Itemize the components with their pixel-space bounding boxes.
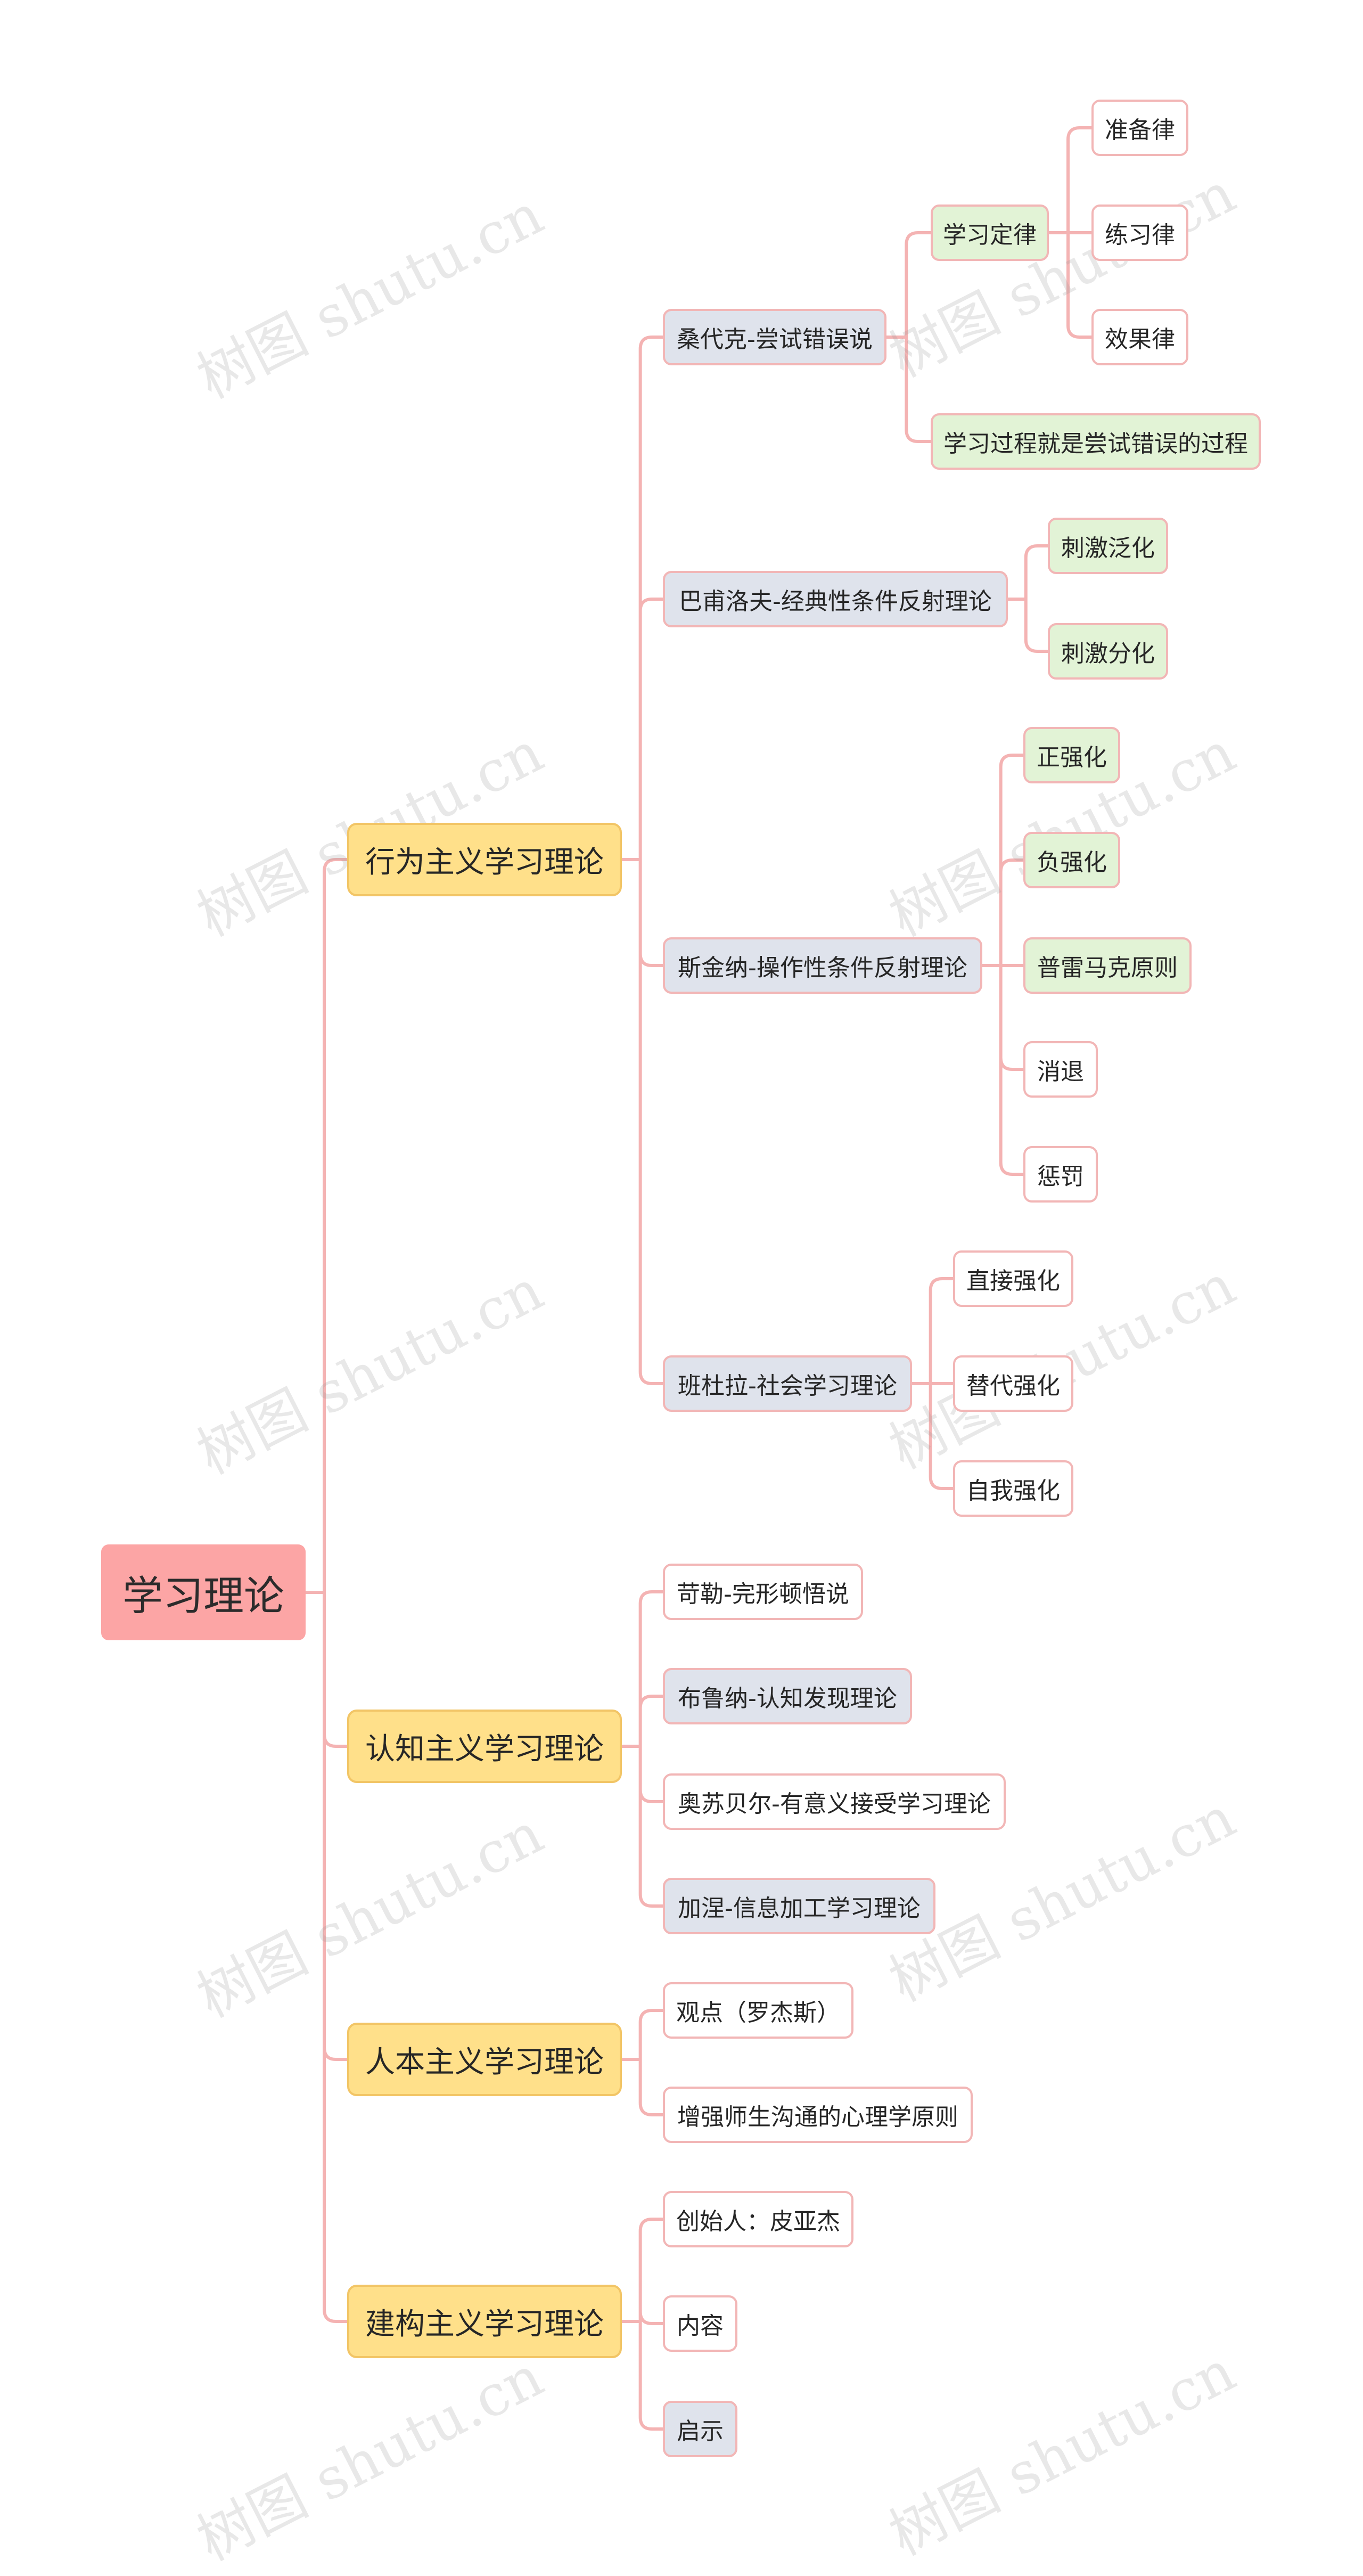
category-node-humanism[interactable]: 人本主义学习理论: [347, 2023, 622, 2096]
theory-node-kohler[interactable]: 苛勒-完形顿悟说: [663, 1564, 863, 1620]
leaf-node-stimulus-discrimination[interactable]: 刺激分化: [1048, 623, 1168, 680]
theory-node-implications[interactable]: 启示: [663, 2401, 737, 2457]
connector-line: [620, 2218, 664, 2431]
leaf-node-punishment[interactable]: 惩罚: [1023, 1146, 1098, 1203]
connector-line: [304, 858, 349, 2323]
theory-node-skinner[interactable]: 斯金纳-操作性条件反射理论: [663, 937, 982, 994]
theory-node-thorndike[interactable]: 桑代克-尝试错误说: [663, 309, 886, 365]
category-node-constructivism[interactable]: 建构主义学习理论: [347, 2285, 622, 2358]
leaf-node-stimulus-generalization[interactable]: 刺激泛化: [1048, 518, 1168, 574]
connector-line: [620, 336, 664, 1385]
theory-node-rogers-view[interactable]: 观点（罗杰斯）: [663, 1982, 853, 2039]
leaf-node-premack-principle[interactable]: 普雷马克原则: [1023, 937, 1192, 994]
leaf-node-readiness-law[interactable]: 准备律: [1091, 100, 1188, 156]
theory-node-bandura[interactable]: 班杜拉-社会学习理论: [663, 1355, 912, 1412]
connector-line: [981, 754, 1025, 1176]
theory-node-founder-piaget[interactable]: 创始人：皮亚杰: [663, 2191, 853, 2247]
connector-line: [885, 231, 932, 443]
theory-node-gagne[interactable]: 加涅-信息加工学习理论: [663, 1878, 935, 1934]
connector-line: [620, 1590, 664, 1908]
leaf-node-direct-reinforcement[interactable]: 直接强化: [953, 1250, 1073, 1307]
leaf-node-extinction[interactable]: 消退: [1023, 1041, 1098, 1098]
theory-node-content[interactable]: 内容: [663, 2295, 737, 2352]
learning-laws-node[interactable]: 学习定律: [931, 205, 1049, 261]
leaf-node-vicarious-reinforcement[interactable]: 替代强化: [953, 1355, 1073, 1412]
leaf-node-negative-reinforcement[interactable]: 负强化: [1023, 832, 1120, 888]
leaf-node-positive-reinforcement[interactable]: 正强化: [1023, 727, 1120, 783]
connector-line: [1047, 126, 1093, 339]
category-node-behaviorism[interactable]: 行为主义学习理论: [347, 823, 622, 896]
connector-line: [620, 2009, 664, 2116]
theory-node-pavlov[interactable]: 巴甫洛夫-经典性条件反射理论: [663, 571, 1008, 627]
leaf-node-exercise-law[interactable]: 练习律: [1091, 205, 1188, 261]
connector-line: [910, 1277, 955, 1490]
trial-error-process-node[interactable]: 学习过程就是尝试错误的过程: [931, 413, 1261, 470]
category-node-cognitivism[interactable]: 认知主义学习理论: [347, 1710, 622, 1783]
leaf-node-effect-law[interactable]: 效果律: [1091, 309, 1188, 365]
connector-line: [1006, 544, 1049, 653]
leaf-node-self-reinforcement[interactable]: 自我强化: [953, 1460, 1073, 1517]
theory-node-bruner[interactable]: 布鲁纳-认知发现理论: [663, 1668, 912, 1724]
root-node[interactable]: 学习理论: [101, 1544, 306, 1640]
theory-node-communication-principles[interactable]: 增强师生沟通的心理学原则: [663, 2087, 973, 2143]
theory-node-ausubel[interactable]: 奥苏贝尔-有意义接受学习理论: [663, 1773, 1006, 1830]
